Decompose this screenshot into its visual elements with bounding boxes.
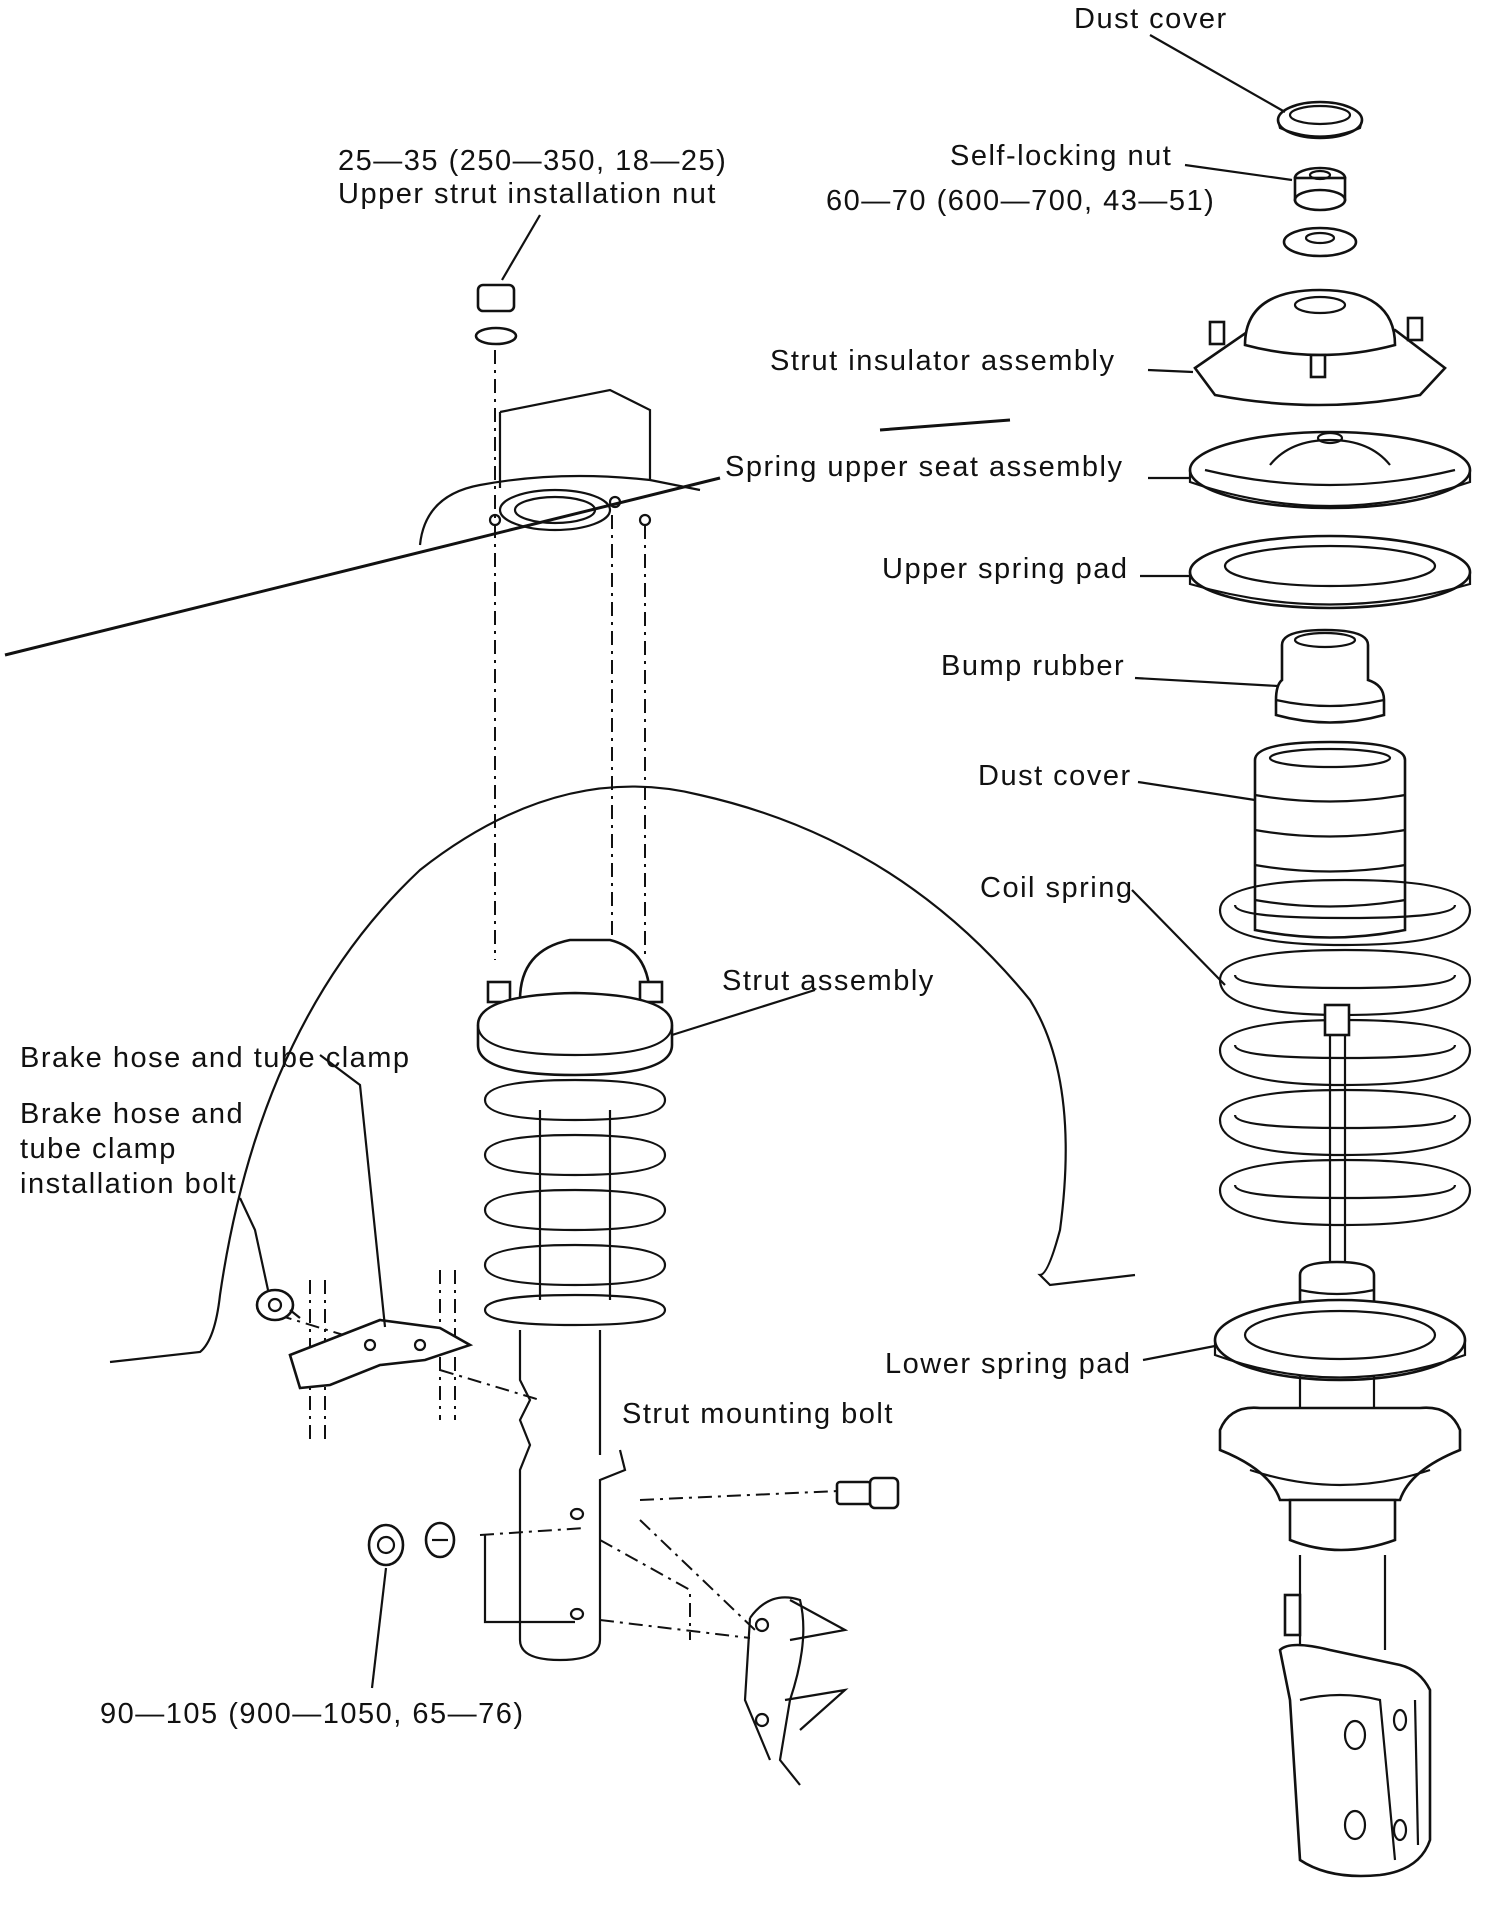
- label-coil-spring: Coil spring: [980, 872, 1134, 904]
- callout-labels: Dust cover Self-locking nut 60—70 (600—7…: [20, 3, 1228, 1730]
- label-upper-strut-installation-nut: Upper strut installation nut: [338, 178, 717, 210]
- strut-body-part: [1218, 1375, 1462, 1878]
- label-strut-assembly: Strut assembly: [722, 965, 935, 997]
- brake-clamp-bracket-part: [255, 1288, 474, 1390]
- label-self-locking-nut: Self-locking nut: [950, 140, 1172, 172]
- label-dust-cover-mid: Dust cover: [978, 760, 1132, 792]
- leader-lines: [239, 34, 1293, 1689]
- clamp-bolt-part: [255, 1288, 301, 1322]
- self-locking-nut-part: [1282, 166, 1358, 258]
- brake-hose-arc: [109, 785, 1136, 1364]
- bump-rubber-part: [1274, 628, 1386, 724]
- label-dust-cover-top: Dust cover: [1074, 3, 1228, 35]
- upper-strut-nut-part: [474, 214, 541, 346]
- label-lower-torque: 90—105 (900—1050, 65—76): [100, 1698, 525, 1730]
- label-strut-insulator-assembly: Strut insulator assembly: [770, 345, 1115, 377]
- dust-cover-top-part: [1276, 100, 1364, 140]
- label-lower-spring-pad: Lower spring pad: [885, 1348, 1131, 1380]
- strut-assembly-part: [476, 938, 674, 1662]
- lower-spring-pad-part: [1213, 1260, 1467, 1382]
- label-self-locking-nut-torque: 60—70 (600—700, 43—51): [826, 185, 1215, 217]
- strut-insulator-part: [1193, 288, 1447, 407]
- label-brake-bolt-line2: tube clamp: [20, 1133, 177, 1165]
- strut-coil-spring: [483, 1078, 667, 1327]
- coil-spring-part: [1218, 878, 1472, 1265]
- steering-knuckle-part: [743, 1596, 849, 1786]
- label-brake-hose-clamp: Brake hose and tube clamp: [20, 1042, 411, 1074]
- spring-upper-seat-part: [1188, 430, 1472, 510]
- dust-cover-mid-part: [1253, 740, 1407, 939]
- upper-spring-pad-part: [1188, 534, 1472, 610]
- label-brake-bolt-line1: Brake hose and: [20, 1098, 244, 1130]
- body-panel: [4, 388, 1011, 657]
- label-strut-mounting-bolt: Strut mounting bolt: [622, 1398, 894, 1430]
- label-brake-bolt-line3: installation bolt: [20, 1168, 237, 1200]
- label-spring-upper-seat-assembly: Spring upper seat assembly: [725, 451, 1123, 483]
- strut-mounting-bolt-part: [835, 1476, 900, 1510]
- lower-nut-part: [367, 1521, 456, 1567]
- label-bump-rubber: Bump rubber: [941, 650, 1125, 682]
- label-upper-spring-pad: Upper spring pad: [882, 553, 1128, 585]
- label-upper-nut-torque: 25—35 (250—350, 18—25): [338, 145, 727, 177]
